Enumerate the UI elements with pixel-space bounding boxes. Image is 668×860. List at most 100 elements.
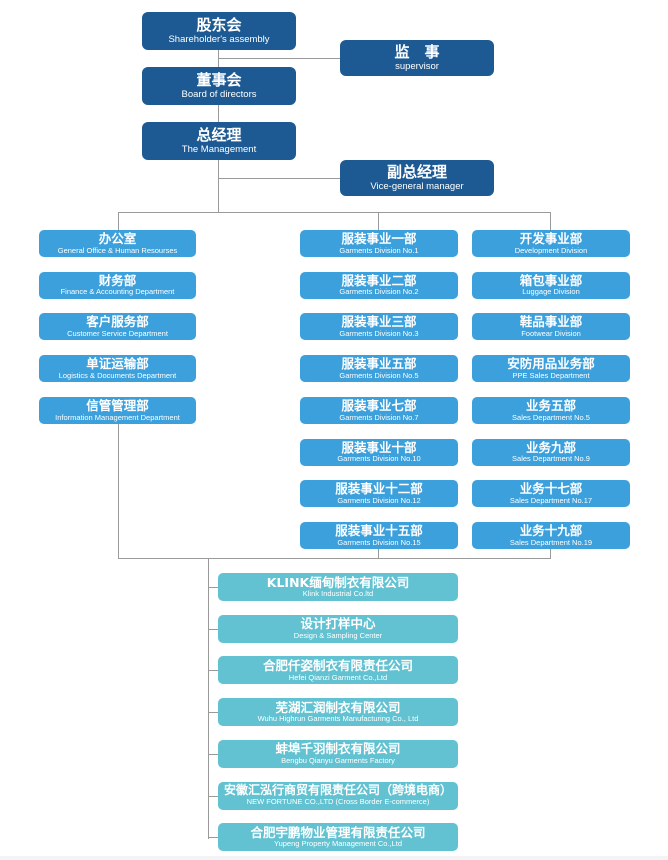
department-english-name: Information Management Department bbox=[55, 412, 180, 422]
subsidiary-english-name: Klink Industrial Co.ltd bbox=[302, 589, 374, 599]
business-division-english-name: Sales Department No.5 bbox=[512, 412, 590, 422]
connector-subsidiary-tick bbox=[208, 753, 218, 755]
subsidiary-name: 芜湖汇润制衣有限公司 bbox=[275, 699, 401, 715]
subsidiary-name: 安徽汇泓行商贸有限责任公司（跨境电商） bbox=[223, 783, 452, 798]
department-english-name: Finance & Accounting Department bbox=[60, 287, 175, 297]
business-division-english-name: Luggage Division bbox=[522, 287, 580, 297]
subsidiary-english-name: Wuhu Highrun Garments Manufacturing Co.,… bbox=[257, 714, 419, 724]
garments-division-english-name: Garments Division No.2 bbox=[339, 287, 419, 297]
garments-division-english-name: Garments Division No.15 bbox=[337, 537, 421, 547]
subsidiary-name: KLINK缅甸制衣有限公司 bbox=[266, 574, 410, 590]
connector-right-column bbox=[550, 546, 551, 558]
connector-subsidiary-tick bbox=[208, 670, 218, 672]
shareholders-assembly-subtitle: Shareholder's assembly bbox=[168, 34, 270, 46]
department-english-name: General Office & Human Resourses bbox=[57, 245, 178, 255]
garments-division-name: 服装事业十二部 bbox=[335, 481, 423, 497]
subsidiary-english-name: Hefei Qianzi Garment Co.,Ltd bbox=[288, 672, 388, 682]
connector-supervisor bbox=[218, 58, 340, 59]
connector-left-column bbox=[118, 422, 119, 558]
department-name: 财务部 bbox=[98, 272, 137, 288]
board-of-directors-box: 董事会 Board of directors bbox=[142, 67, 296, 105]
garments-division-english-name: Garments Division No.5 bbox=[339, 370, 419, 380]
subsidiary-english-name: Design & Sampling Center bbox=[293, 630, 383, 640]
subsidiary-name: 蚌埠千羽制衣有限公司 bbox=[275, 741, 401, 757]
business-division-english-name: PPE Sales Department bbox=[512, 370, 590, 380]
garments-division-english-name: Garments Division No.12 bbox=[337, 495, 421, 505]
business-division-name: 安防用品业务部 bbox=[507, 356, 595, 372]
business-division-name: 鞋品事业部 bbox=[519, 314, 583, 330]
department-name: 办公室 bbox=[98, 231, 137, 246]
department-english-name: Logistics & Documents Department bbox=[58, 370, 177, 380]
garments-division-name: 服装事业一部 bbox=[341, 231, 417, 246]
business-division-english-name: Sales Department No.9 bbox=[512, 454, 590, 464]
business-division-english-name: Footwear Division bbox=[521, 329, 581, 339]
subsidiary-name: 合肥宇鹏物业管理有限责任公司 bbox=[250, 824, 426, 840]
garments-division-english-name: Garments Division No.1 bbox=[339, 245, 419, 255]
business-division-english-name: Sales Department No.17 bbox=[509, 495, 593, 505]
garments-division-english-name: Garments Division No.7 bbox=[339, 412, 419, 422]
shareholders-assembly-title: 股东会 bbox=[196, 15, 242, 34]
subsidiary-box: 安徽汇泓行商贸有限责任公司（跨境电商）NEW FORTUNE CO.,LTD (… bbox=[218, 781, 458, 810]
management-subtitle: The Management bbox=[181, 144, 257, 156]
connector-subsidiary-trunk bbox=[208, 558, 209, 839]
business-division-name: 业务九部 bbox=[525, 439, 576, 455]
subsidiary-english-name: Yupeng Property Management Co.,Ltd bbox=[274, 839, 402, 849]
garments-division-name: 服装事业五部 bbox=[341, 356, 417, 372]
department-name: 客户服务部 bbox=[86, 314, 149, 330]
business-division-name: 箱包事业部 bbox=[519, 272, 583, 288]
business-division-name: 业务十七部 bbox=[519, 481, 583, 497]
connector-middle-column bbox=[378, 546, 379, 558]
shareholders-assembly-box: 股东会 Shareholder's assembly bbox=[142, 12, 296, 50]
connector-subsidiary-tick bbox=[208, 587, 218, 588]
supervisor-subtitle: supervisor bbox=[395, 61, 439, 73]
connector-subsidiary-bus bbox=[118, 558, 551, 559]
connector-left-drop bbox=[118, 212, 119, 230]
connector-middle-drop bbox=[378, 212, 379, 230]
vice-general-manager-title: 副总经理 bbox=[386, 162, 447, 181]
page-bottom-rule bbox=[0, 856, 668, 860]
garments-division-english-name: Garments Division No.10 bbox=[337, 454, 421, 464]
management-title: 总经理 bbox=[196, 125, 242, 144]
board-of-directors-title: 董事会 bbox=[196, 70, 242, 89]
department-name: 单证运输部 bbox=[86, 356, 149, 372]
connector-subsidiary-tick bbox=[208, 712, 218, 714]
vice-general-manager-box: 副总经理 Vice-general manager bbox=[340, 160, 494, 196]
subsidiary-english-name: NEW FORTUNE CO.,LTD (Cross Border E-comm… bbox=[246, 797, 430, 807]
connector-vice-manager bbox=[218, 178, 340, 179]
board-of-directors-subtitle: Board of directors bbox=[181, 89, 257, 101]
supervisor-title: 监 事 bbox=[394, 42, 440, 61]
business-division-name: 业务十九部 bbox=[519, 522, 583, 538]
subsidiary-english-name: Bengbu Qianyu Garments Factory bbox=[281, 756, 395, 766]
business-division-name: 开发事业部 bbox=[519, 231, 583, 246]
garments-division-name: 服装事业三部 bbox=[341, 314, 417, 330]
connector-subsidiary-tick bbox=[208, 795, 218, 797]
business-division-english-name: Development Division bbox=[514, 245, 588, 255]
connector-subsidiary-tick bbox=[208, 837, 218, 839]
vice-general-manager-subtitle: Vice-general manager bbox=[370, 181, 464, 193]
management-box: 总经理 The Management bbox=[142, 122, 296, 160]
department-english-name: Customer Service Department bbox=[67, 329, 168, 339]
